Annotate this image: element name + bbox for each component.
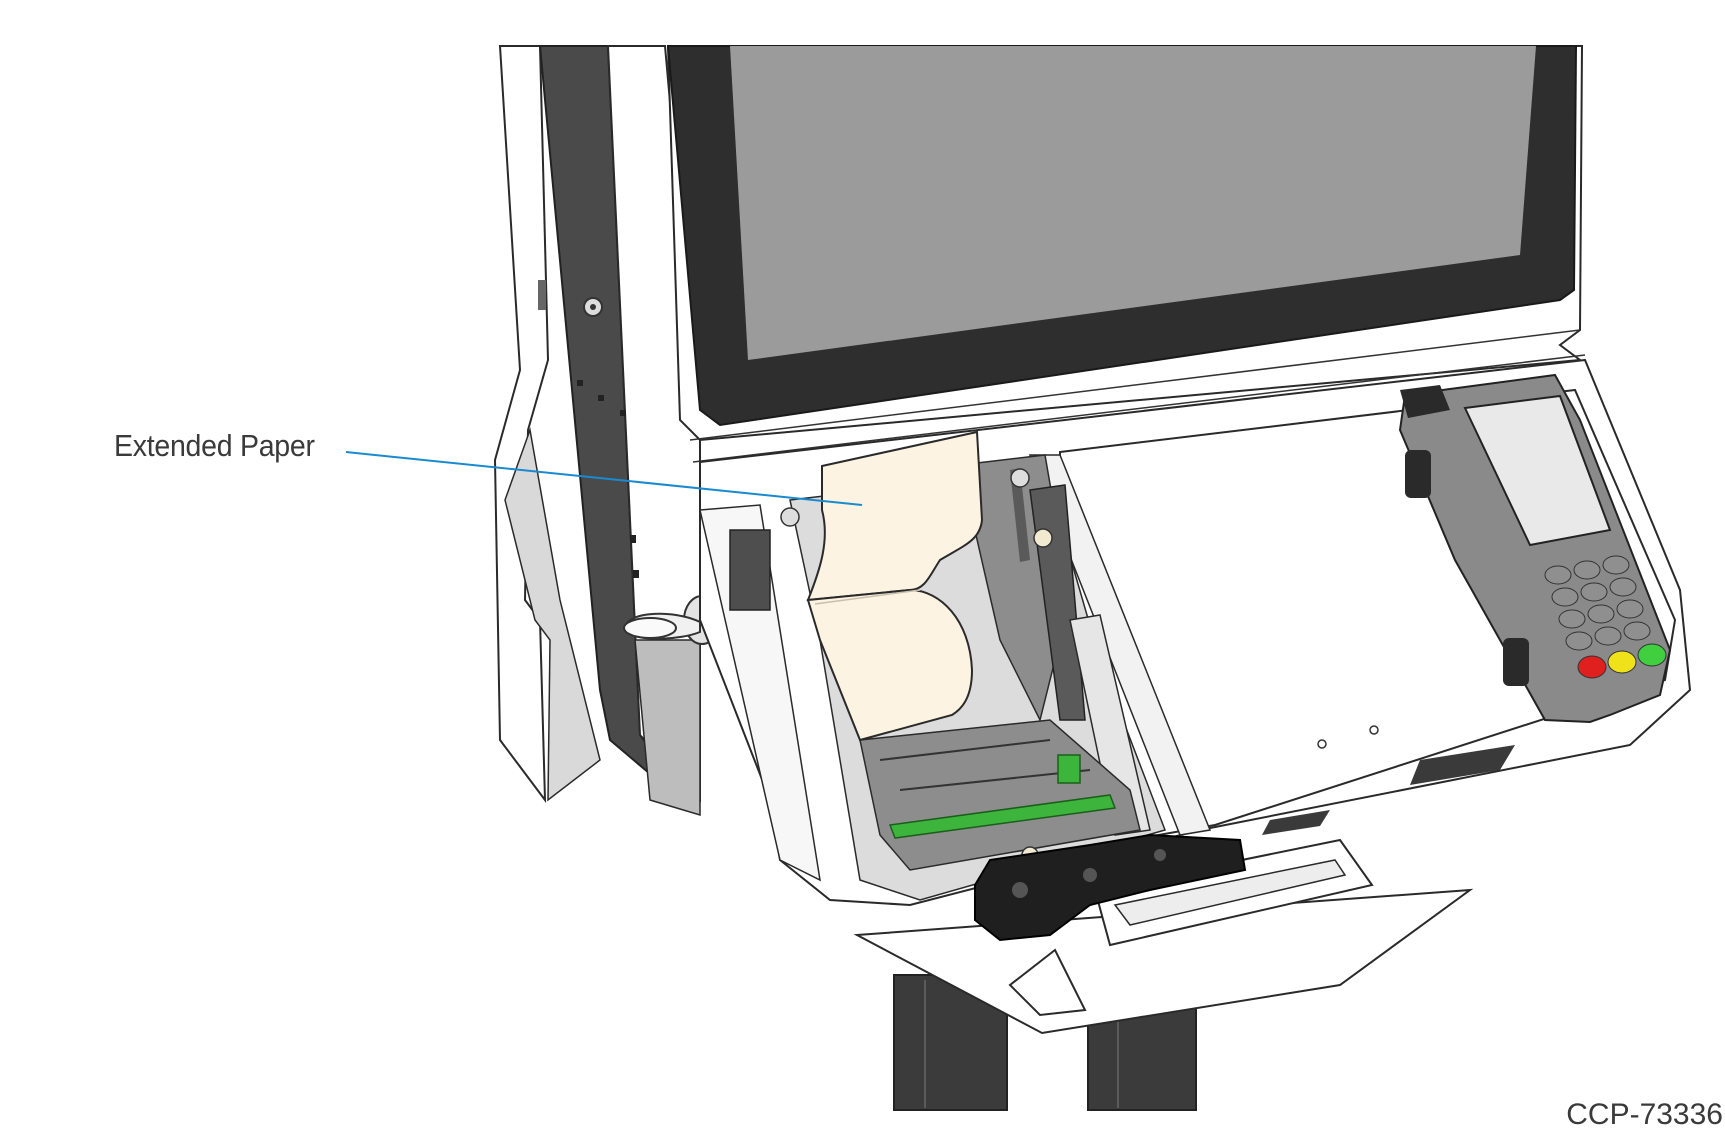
callout-leader-line	[345, 451, 863, 506]
payment-terminal-icon	[1398, 373, 1672, 724]
extended-paper	[806, 430, 984, 742]
printer-lever-assembly	[974, 833, 1247, 942]
display-screen	[666, 45, 1586, 463]
callout-label: Extended Paper	[114, 428, 315, 463]
figure-id: CCP-73336	[1566, 1098, 1723, 1131]
kiosk-side-panel	[493, 45, 701, 817]
terminal-keypad	[1544, 555, 1667, 679]
